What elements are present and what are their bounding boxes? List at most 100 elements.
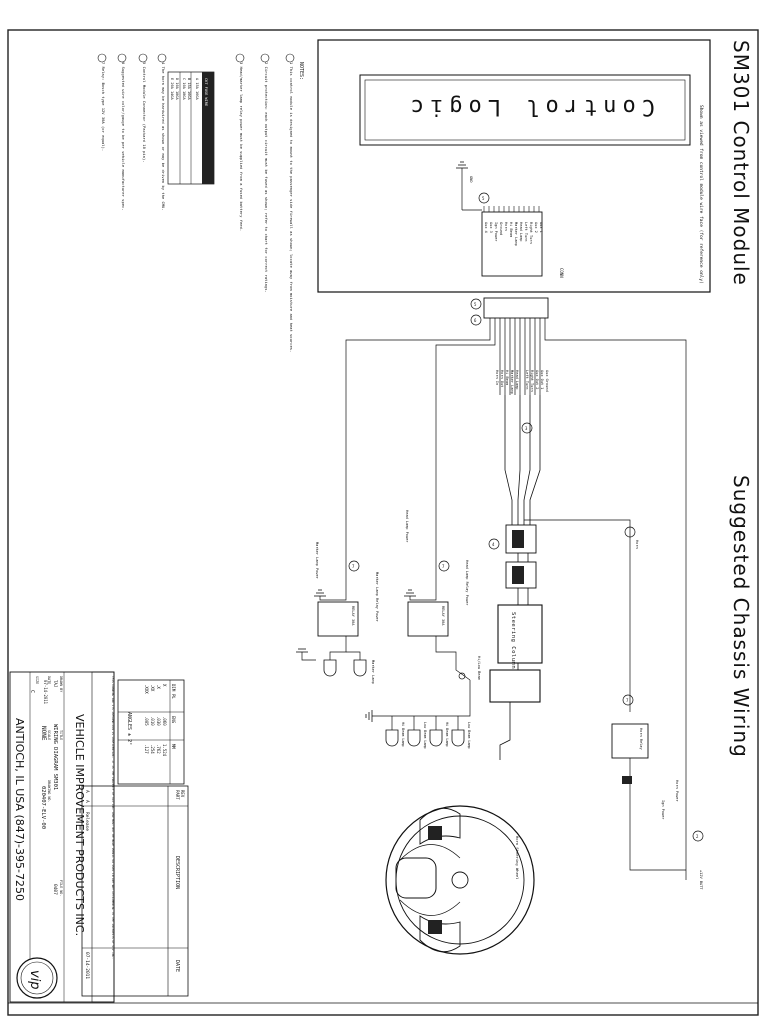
marker-relay-box: [317, 601, 359, 637]
pin-label: Aux 1: [539, 222, 543, 233]
harness-callout: [470, 298, 482, 310]
steering-wheel: Horn Steering Wheel: [385, 805, 535, 955]
tolerance-cell: .762: [156, 744, 161, 754]
drawing-no: 020407-ELV-00: [40, 786, 46, 829]
marker-relay-label: RELAY 30A: [351, 606, 355, 626]
rev-col-date: DATE: [174, 960, 180, 972]
beam-lamps-group: Hi Beam Lamp Low Beam Lamp Hi Beam Lamp …: [365, 680, 471, 749]
scale-value: NONE: [40, 726, 47, 741]
tolerance-cell: X: [162, 684, 167, 687]
module-connector-pins: Aux 1 Aux 2 Right Turn Left Turn Head La…: [484, 222, 543, 246]
ign-power-label: Ign Power: [661, 800, 665, 820]
fuse-table-row: A 15A 16GA: [195, 78, 199, 100]
title-value: WIRING DIAGRAM SM301: [52, 724, 58, 790]
note-item: 4 The horn may be hardwired as shown or …: [161, 62, 166, 211]
horn-button: [428, 826, 442, 840]
plug-connector-upper: [505, 524, 537, 554]
confidential-notice: THIS DRAWING AND ITS INFORMATION IS CONF…: [111, 676, 115, 959]
horn-relay-group: 7 Horn Relay Horn Power Ign Power 2 +12V…: [611, 540, 704, 890]
harness-label: Left Turn: [525, 370, 529, 389]
control-logic-display: [359, 74, 691, 146]
harness-wire-labels: Aux Ground Aux Out 1 Aux Out 2 Right Tur…: [495, 370, 549, 394]
harness-callout: [470, 314, 482, 326]
marker-lamp-power-label: Marker Lamp Power: [315, 542, 319, 580]
company-logo: [16, 957, 58, 999]
hi-low-label: Hi/Low Beam: [477, 656, 481, 680]
title-block: THIS DRAWING AND ITS INFORMATION IS CONF…: [9, 671, 115, 1003]
tolerance-head: PL: [171, 694, 176, 699]
tolerance-block: DIM PL ENG MM X .060 1.524 .X .030 .762 …: [117, 679, 185, 785]
note-item: 1 This control module is designed to mou…: [289, 62, 294, 352]
title-label: TITLE: [59, 730, 63, 740]
beam-lamp: [407, 729, 421, 747]
border-frame: [7, 29, 759, 1016]
rev-part: A: [84, 790, 90, 793]
rev-col-description: DESCRIPTION: [174, 856, 180, 889]
control-logic-text: Control Logic: [405, 94, 655, 119]
module-connector: [481, 211, 543, 277]
size-value: C: [29, 690, 35, 693]
horn-branch-label: Horn: [635, 540, 639, 549]
notes-heading: NOTES:: [298, 62, 304, 80]
note-item: 6 Suggested wire color/gauge to be per v…: [121, 62, 126, 211]
pin-label: Right Turn: [529, 222, 533, 244]
pin-label: Horn: [504, 222, 508, 231]
beam-lamp: [385, 729, 399, 747]
rev-rev: A: [84, 800, 90, 803]
chassis-title: Suggested Chassis Wiring: [729, 475, 753, 758]
svg-text:4: 4: [492, 542, 495, 547]
svg-text:7: 7: [352, 564, 355, 569]
fuse-table-row: D 10A 18GA: [175, 78, 179, 100]
note-item: 3 Head/marker lamp relay power must be s…: [239, 62, 244, 231]
module-note: Shown as viewed from control module wire…: [698, 105, 704, 284]
tolerance-cell: .010: [150, 716, 155, 726]
tolerance-cell: .X: [156, 684, 161, 689]
pin-label: Marker Lamp: [514, 222, 518, 246]
fuse-table-row: E 20A 14GA: [170, 78, 174, 100]
connector-pin-stubs: [483, 206, 540, 212]
tolerance-cell: 1.524: [162, 744, 167, 757]
svg-text:5: 5: [482, 196, 485, 201]
pin-label: Ign Power: [494, 222, 498, 242]
svg-text:3: 3: [525, 426, 528, 431]
module-title: SM301 Control Module: [729, 40, 753, 286]
note-item: 7 Relay: Bosch type 12V 30A (or equal).: [101, 62, 106, 151]
head-lamp-power-label: Head Lamp Power: [405, 510, 409, 543]
steering-column-out-wire: [499, 702, 511, 760]
svg-text:5: 5: [474, 302, 477, 307]
horn-branch-wire: [524, 519, 631, 540]
date-value: 07-14-2011: [43, 680, 48, 705]
tolerance-angles: ANGLES ± 2°: [126, 712, 132, 745]
tolerance-head: ENG: [171, 716, 176, 724]
rev-col-rev: REV: [180, 790, 185, 798]
marker-lamp-right: [353, 659, 367, 677]
beam-lamp: [429, 729, 443, 747]
low-beam-lamp-label: Low Beam Lamp: [423, 722, 427, 749]
pin-label: Aux 3: [489, 222, 493, 233]
steering-column: [497, 604, 543, 664]
note-item: 5 Control Module Connector (Packard 18 p…: [142, 62, 147, 163]
plug-connector-lower-body: [512, 566, 524, 584]
marker-relay-power-label: Marker Lamp Relay Power: [375, 572, 379, 623]
note-item: 2 Circuit protection: each output circui…: [264, 62, 269, 293]
tolerance-cell: .127: [144, 744, 149, 754]
head-relay-label: RELAY 30A: [441, 606, 445, 626]
company-address: ANTIOCH, IL USA (847)-395-7250: [13, 718, 26, 901]
date-label: DATE: [47, 676, 51, 684]
head-relay-power-label: Head Lamp Relay Power: [465, 560, 469, 606]
fuse-table-header-band: [202, 72, 214, 184]
harness-label: Head Lamp: [515, 370, 519, 389]
company-logo-text: vip: [27, 970, 42, 990]
tolerance-cell: .030: [156, 716, 161, 726]
fuse-table-row: CKT FUSE WIRE: [204, 78, 208, 106]
drawn-by-label: DRAWN BY: [59, 676, 63, 692]
module-ground-symbol: 5 GND: [456, 161, 490, 211]
bundle-wires: [504, 395, 541, 525]
steering-wheel-label: Horn Steering Wheel: [515, 836, 520, 879]
revision-block: PART REV DESCRIPTION DATE A A Release 07…: [81, 785, 189, 997]
marker-lamp-left: [323, 659, 337, 677]
rev-description: Release: [84, 812, 90, 831]
pin-label: Aux 2: [534, 222, 538, 233]
tolerance-cell: .XX: [150, 684, 155, 692]
